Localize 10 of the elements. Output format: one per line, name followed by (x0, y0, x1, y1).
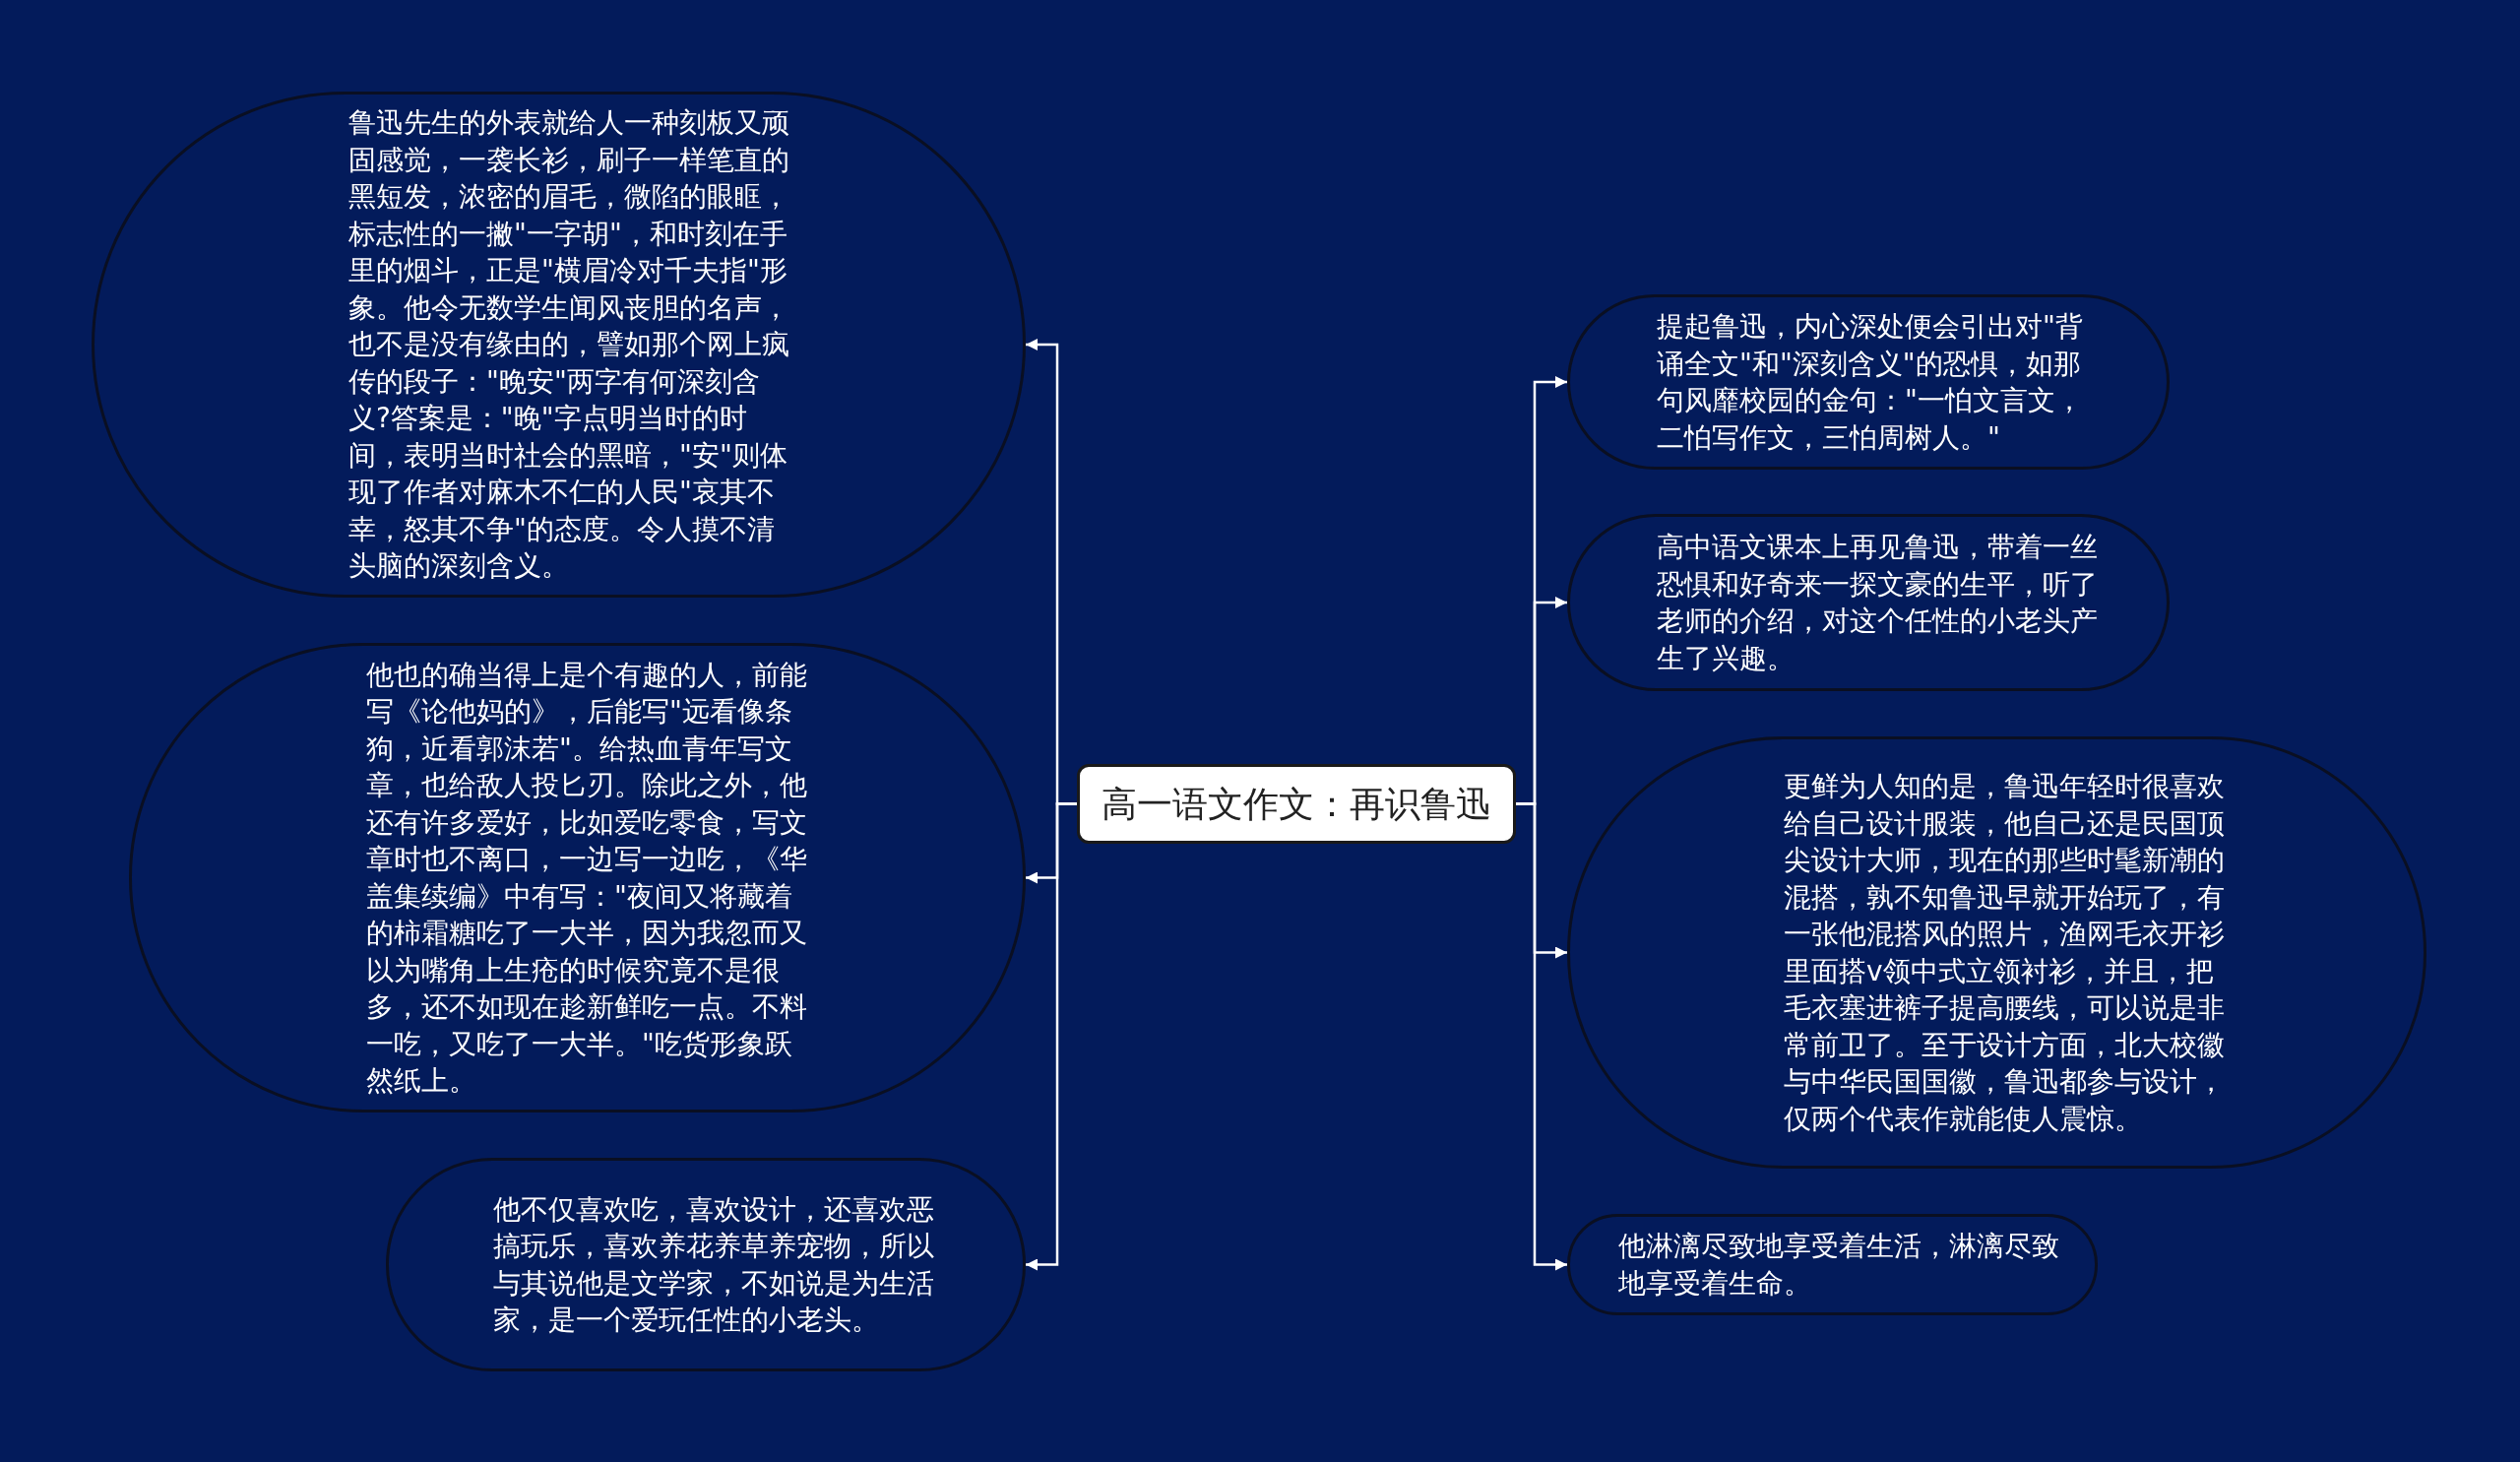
topic-text: 鲁迅先生的外表就给人一种刻板又顽固感觉，一袭长衫，刷子一样笔直的黑短发，浓密的眉毛，微陷的眼眶，标志性的一撇"一字胡"，和时刻在手里的烟斗，正是"横眉冷对千夫指"形象。他令无数学生闻风丧胆的名声，也不是没有缘由的，譬如那个网上疯传的段子："晚安"两字有何深刻含义?答案是："晚"字点明当时的时间，表明当时社会的黑暗，"安"则体现了作者对麻木不仁的人民"哀其不幸，怒其不争"的态度。令人摸不清头脑的深刻含义。 (348, 105, 790, 585)
topic-text: 更鲜为人知的是，鲁迅年轻时很喜欢给自己设计服装，他自己还是民国顶尖设计大师，现在的那些时髦新潮的混搭，孰不知鲁迅早就开始玩了，有一张他混搭风的照片，渔网毛衣开衫里面搭v领中式立领衬衫，并且，把毛衣塞进裤子提高腰线，可以说是非常前卫了。至于设计方面，北大校徽与中华民国国徽，鲁迅都参与设计，仅两个代表作就能使人震惊。 (1784, 769, 2226, 1137)
topic-text: 他也的确当得上是个有趣的人，前能写《论他妈的》，后能写"远看像条狗，近看郭沫若"。给热血青年写文章，也给敌人投匕刃。除此之外，他还有许多爱好，比如爱吃零食，写文章时也不离口，一边写一边吃，《华盖集续编》中有写："夜间又将藏着的柿霜糖吃了一大半，因为我忽而又以为嘴角上生疮的时候究竟不是很多，还不如现在趁新鲜吃一点。不料一吃，又吃了一大半。"吃货形象跃然纸上。 (366, 657, 808, 1099)
connector-arrow (1026, 802, 1077, 1271)
topic-text: 他不仅喜欢吃，喜欢设计，还喜欢恶搞玩乐，喜欢养花养草养宠物，所以与其说他是文学家，不如说是为生活家，是一个爱玩任性的小老头。 (493, 1191, 935, 1338)
central-topic-box (1077, 764, 1516, 844)
topic-text: 提起鲁迅，内心深处便会引出对"背诵全文"和"深刻含义"的恐惧，如那句风靡校园的金句："一怕文言文，二怕写作文，三怕周树人。" (1657, 309, 2084, 456)
topic-text: 他淋漓尽致地享受着生活，淋漓尽致地享受着生命。 (1618, 1229, 2060, 1302)
central-topic-text: 高一语文作文：再识鲁迅 (1102, 782, 1491, 826)
topic-text: 高中语文课本上再见鲁迅，带着一丝恐惧和好奇来一探文豪的生平，听了老师的介绍，对这个任性的小老头产生了兴趣。 (1657, 530, 2099, 676)
